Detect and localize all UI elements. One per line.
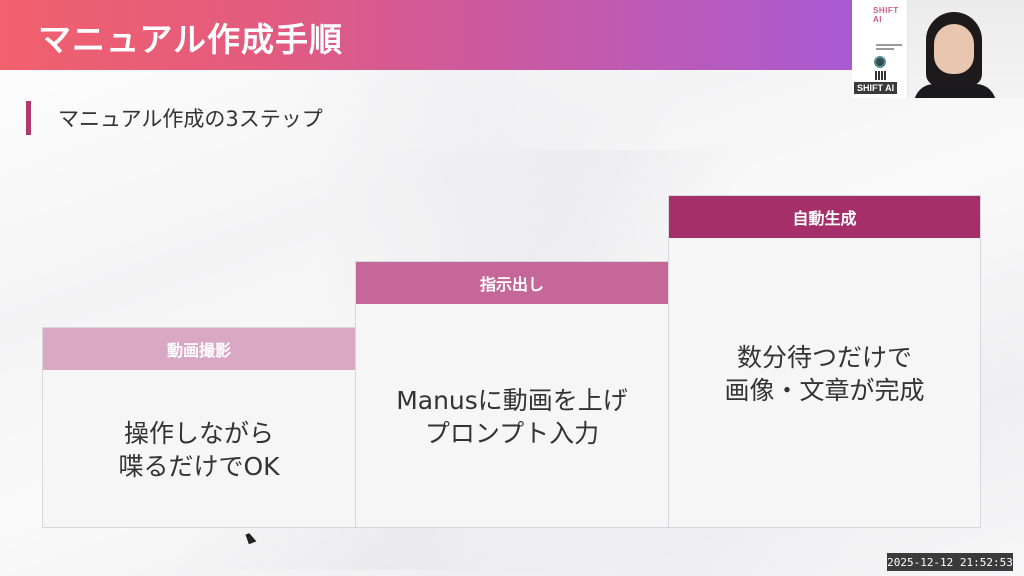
recording-timestamp: 2025-12-12 21:52:53 xyxy=(887,553,1013,571)
presenter-video: SHIFT AI SHIFT AI xyxy=(852,0,1024,98)
qr-code-icon xyxy=(875,71,886,80)
slide-title-bar: マニュアル作成手順 xyxy=(0,0,852,70)
step-text-line: 操作しながら xyxy=(123,418,274,448)
slide-title: マニュアル作成手順 xyxy=(38,20,344,59)
step-text-line: 喋るだけでOK xyxy=(118,451,280,481)
presenter-slide-thumbnail: SHIFT AI SHIFT AI xyxy=(852,0,908,98)
section-accent-bar xyxy=(26,101,31,135)
step-text-line: プロンプト入力 xyxy=(424,418,600,448)
shift-ai-badge: SHIFT AI xyxy=(854,82,898,94)
step-card-3: 自動生成 数分待つだけで 画像・文章が完成 xyxy=(668,195,981,528)
presenter-body xyxy=(914,84,996,98)
step-header-1: 動画撮影 xyxy=(43,328,355,370)
step-header-2: 指示出し xyxy=(356,262,668,304)
step-text-line: 数分待つだけで xyxy=(736,343,912,372)
step-card-1: 動画撮影 操作しながら 喋るだけでOK xyxy=(42,327,356,528)
step-body-3: 数分待つだけで 画像・文章が完成 xyxy=(669,238,980,529)
step-card-2: 指示出し Manusに動画を上げ プロンプト入力 xyxy=(355,261,669,528)
step-text-line: Manusに動画を上げ xyxy=(396,385,628,415)
step-text-line: 画像・文章が完成 xyxy=(724,376,925,405)
step-body-2: Manusに動画を上げ プロンプト入力 xyxy=(356,304,668,529)
profile-icon xyxy=(874,56,886,68)
presenter-face xyxy=(934,24,974,74)
section-title: マニュアル作成の3ステップ xyxy=(58,107,323,131)
shift-ai-logo: SHIFT AI xyxy=(873,6,899,24)
step-header-3: 自動生成 xyxy=(669,196,980,238)
step-body-1: 操作しながら 喋るだけでOK xyxy=(43,370,355,529)
